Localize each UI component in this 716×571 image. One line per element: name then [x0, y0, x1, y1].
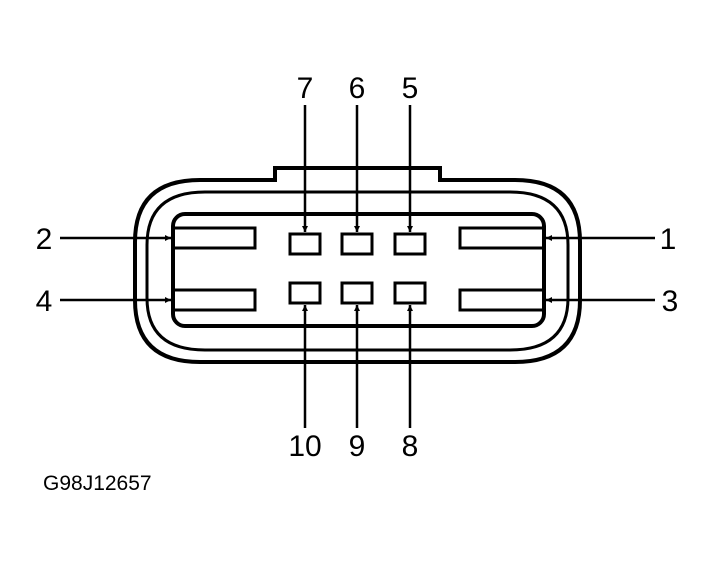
pin-label-3: 3: [662, 285, 679, 318]
pin-label-8: 8: [402, 430, 419, 463]
terminal-cavity: [171, 212, 546, 328]
terminal-4: [171, 288, 257, 312]
pin-label-7: 7: [297, 72, 314, 105]
leader-arrows: [60, 105, 655, 428]
pin-label-10: 10: [288, 430, 321, 463]
terminal-7: [288, 232, 322, 256]
terminals: [171, 226, 546, 312]
terminal-10: [288, 281, 322, 305]
terminal-3: [458, 288, 546, 312]
pin-label-2: 2: [36, 223, 53, 256]
housing-outer-shell: [133, 166, 582, 364]
pin-label-1: 1: [660, 223, 677, 256]
terminal-1: [458, 226, 546, 250]
terminal-5: [393, 232, 427, 256]
terminal-9: [340, 281, 374, 305]
pin-labels: 7 6 5 10 9 8 2 4 1 3: [36, 72, 679, 463]
pin-label-6: 6: [349, 72, 366, 105]
terminal-6: [340, 232, 374, 256]
pin-label-4: 4: [36, 285, 53, 318]
housing-inner-shell: [145, 190, 570, 352]
terminal-8: [393, 281, 427, 305]
pin-label-5: 5: [402, 72, 419, 105]
terminal-2: [171, 226, 257, 250]
figure-id: G98J12657: [43, 472, 152, 495]
connector-housing: [133, 166, 582, 364]
pin-label-9: 9: [349, 430, 366, 463]
